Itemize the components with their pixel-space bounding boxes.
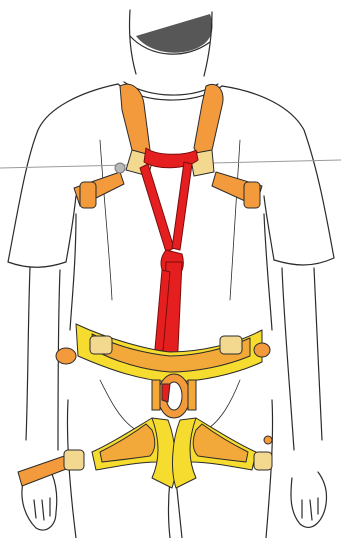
right-leg-ring xyxy=(264,436,272,444)
left-leg-buckle xyxy=(64,450,84,470)
left-shoulder-pad xyxy=(120,84,150,154)
left-gear-loop xyxy=(56,348,76,364)
shoulder-straps xyxy=(74,84,262,208)
right-shoulder-pad xyxy=(194,84,223,153)
right-gear-loop xyxy=(254,343,270,357)
leg-loops xyxy=(18,418,272,488)
belay-loop xyxy=(158,374,190,418)
right-leg-buckle xyxy=(254,452,272,470)
left-chest-ring xyxy=(115,163,125,173)
left-side-buckle xyxy=(80,182,96,208)
right-side-buckle xyxy=(244,182,260,208)
left-belt-buckle xyxy=(90,336,112,354)
right-belt-buckle xyxy=(220,336,242,354)
chin-shadow xyxy=(136,14,212,53)
